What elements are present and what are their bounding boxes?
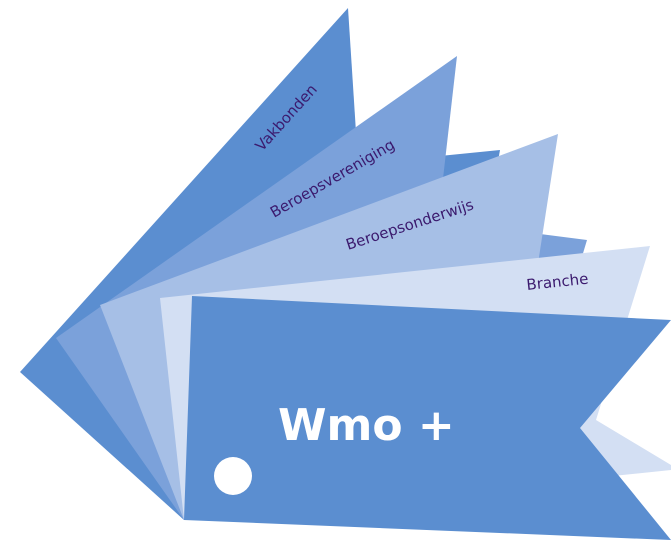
card-wmo-plus: Wmo + [184,296,671,540]
card-wmo-plus-hole [214,457,252,495]
card-wmo-plus-label: Wmo + [278,400,455,451]
card-wmo-plus-shape [184,296,671,540]
